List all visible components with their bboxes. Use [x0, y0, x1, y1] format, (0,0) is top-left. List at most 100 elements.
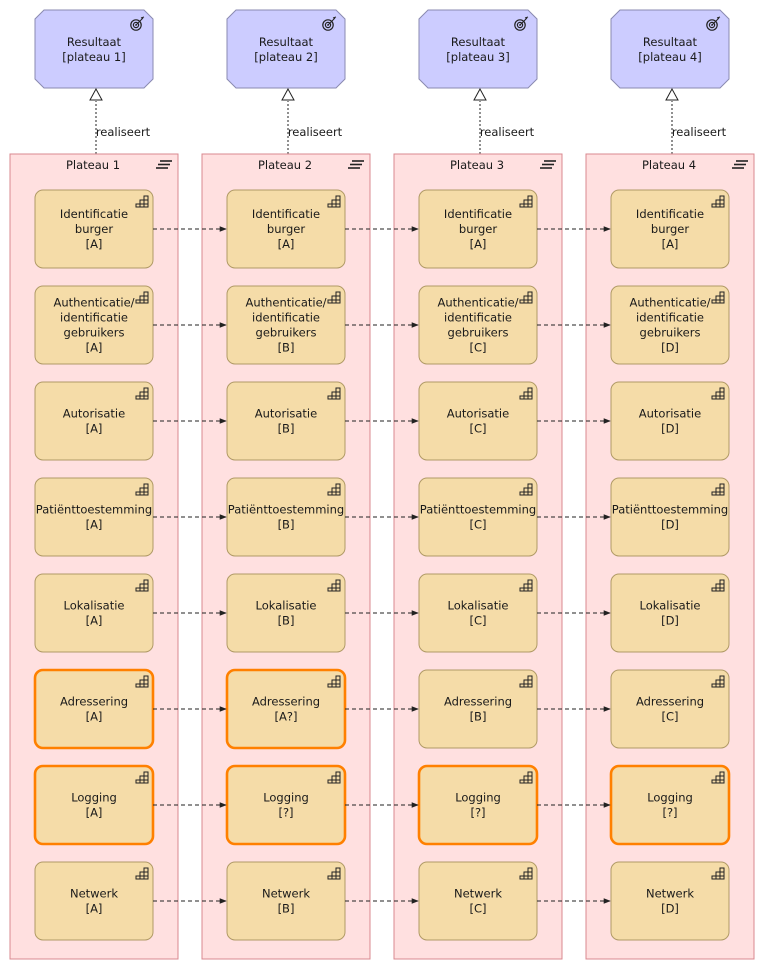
outcome-plateau-label: [plateau 3]	[446, 50, 509, 64]
component-icon	[519, 195, 533, 208]
plateau-title: Plateau 3	[450, 158, 504, 172]
component-name: Patiënttoestemming	[420, 503, 536, 517]
component-version: [D]	[661, 518, 679, 532]
component-name: Patiënttoestemming	[228, 503, 344, 517]
component-name: identificatie	[636, 311, 704, 325]
component-version: [C]	[469, 422, 486, 436]
component-version: [C]	[661, 710, 678, 724]
plateau-4[interactable]: Plateau 4Identificatieburger[A]Authentic…	[585, 153, 755, 960]
component-version: [A]	[662, 237, 679, 251]
application-component[interactable]: Lokalisatie[B]	[226, 573, 346, 653]
component-icon	[711, 291, 725, 304]
component-name: Lokalisatie	[448, 599, 509, 613]
outcome-node[interactable]: Resultaat[plateau 2]	[226, 9, 346, 89]
component-icon	[711, 771, 725, 784]
component-icon	[711, 867, 725, 880]
application-component[interactable]: Adressering[A]	[33, 668, 155, 750]
component-icon	[135, 483, 149, 496]
application-component[interactable]: Netwerk[B]	[226, 861, 346, 941]
component-version: [D]	[661, 614, 679, 628]
realization-relation[interactable]: realiseert	[473, 87, 535, 154]
application-component[interactable]: Lokalisatie[D]	[610, 573, 730, 653]
application-component[interactable]: Netwerk[C]	[418, 861, 538, 941]
outcome-node[interactable]: Resultaat[plateau 4]	[610, 9, 730, 89]
outcome-node[interactable]: Resultaat[plateau 1]	[34, 9, 154, 89]
realization-relation[interactable]: realiseert	[89, 87, 151, 154]
component-version: [A]	[86, 518, 103, 532]
component-version: [B]	[278, 422, 295, 436]
component-version: [A]	[86, 237, 103, 251]
component-icon	[519, 387, 533, 400]
plateaus-layer: Plateau 1Identificatieburger[A]Authentic…	[9, 153, 755, 960]
application-component[interactable]: Logging[A]	[33, 764, 155, 846]
component-flow-arrows	[153, 226, 611, 904]
realization-relation[interactable]: realiseert	[281, 87, 343, 154]
plateau-icon	[540, 160, 556, 169]
component-name: Adressering	[636, 695, 704, 709]
component-version: [A]	[86, 710, 103, 724]
application-component[interactable]: Logging[?]	[225, 764, 347, 846]
component-icon	[519, 579, 533, 592]
component-icon	[327, 867, 341, 880]
relation-label: realiseert	[96, 125, 151, 139]
component-name: burger	[651, 222, 689, 236]
application-component[interactable]: Patiënttoestemming[D]	[610, 477, 730, 557]
component-version: [C]	[469, 341, 486, 355]
component-version: [A]	[278, 237, 295, 251]
component-name: gebruikers	[640, 326, 701, 340]
relation-label: realiseert	[480, 125, 535, 139]
application-component[interactable]: Autorisatie[B]	[226, 381, 346, 461]
application-component[interactable]: Logging[?]	[609, 764, 731, 846]
application-component[interactable]: Adressering[B]	[418, 669, 538, 749]
component-icon	[519, 291, 533, 304]
plateau-1[interactable]: Plateau 1Identificatieburger[A]Authentic…	[9, 153, 179, 960]
component-name: Authenticatie/	[629, 296, 710, 310]
component-icon	[519, 771, 533, 784]
component-version: [C]	[469, 518, 486, 532]
application-component[interactable]: Netwerk[D]	[610, 861, 730, 941]
application-component[interactable]: Patiënttoestemming[B]	[226, 477, 346, 557]
component-icon	[711, 579, 725, 592]
component-version: [A]	[86, 902, 103, 916]
component-name: Netwerk	[262, 887, 310, 901]
application-component[interactable]: Autorisatie[A]	[34, 381, 154, 461]
component-version: [D]	[661, 422, 679, 436]
component-name: Lokalisatie	[256, 599, 317, 613]
application-component[interactable]: Lokalisatie[C]	[418, 573, 538, 653]
component-icon	[519, 867, 533, 880]
component-name: gebruikers	[256, 326, 317, 340]
application-component[interactable]: Logging[?]	[417, 764, 539, 846]
application-component[interactable]: Autorisatie[D]	[610, 381, 730, 461]
application-component[interactable]: Autorisatie[C]	[418, 381, 538, 461]
application-component[interactable]: Adressering[C]	[610, 669, 730, 749]
component-icon	[327, 291, 341, 304]
component-icon	[135, 291, 149, 304]
target-icon	[514, 16, 529, 31]
component-icon	[327, 483, 341, 496]
component-version: [?]	[470, 806, 485, 820]
application-component[interactable]: Lokalisatie[A]	[34, 573, 154, 653]
component-name: Autorisatie	[447, 407, 509, 421]
application-component[interactable]: Netwerk[A]	[34, 861, 154, 941]
component-version: [D]	[661, 902, 679, 916]
results-layer: Resultaat[plateau 1] Resultaat[plateau 2]…	[34, 9, 730, 89]
component-name: Logging	[647, 791, 693, 805]
component-name: identificatie	[60, 311, 128, 325]
plateau-2[interactable]: Plateau 2Identificatieburger[A]Authentic…	[201, 153, 371, 960]
application-component[interactable]: Patiënttoestemming[C]	[418, 477, 538, 557]
realization-relation[interactable]: realiseert	[665, 87, 727, 154]
application-component[interactable]: Adressering[A?]	[225, 668, 347, 750]
outcome-node[interactable]: Resultaat[plateau 3]	[418, 9, 538, 89]
application-component[interactable]: Patiënttoestemming[A]	[34, 477, 154, 557]
component-icon	[135, 675, 149, 688]
